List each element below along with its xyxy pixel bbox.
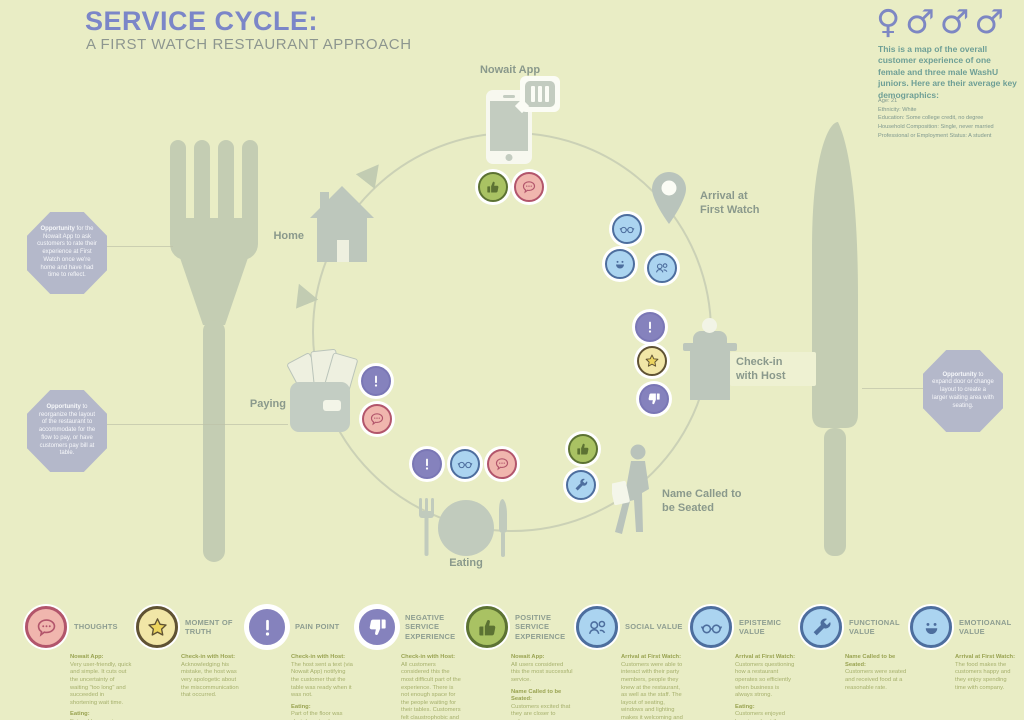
octagon-connector — [862, 388, 924, 389]
people-chat-icon — [576, 606, 618, 648]
smiley-badge-arrival — [605, 249, 635, 279]
pain-point-badge-paying — [361, 366, 391, 396]
station-label-paying: Paying — [249, 398, 286, 410]
legend-body: Name Called to be Seated:Customers were … — [845, 654, 907, 691]
legend-body: Arrival at First Watch:Customers were ab… — [621, 654, 683, 720]
legend-body: Check-in with Host:The host sent a text … — [291, 654, 353, 720]
thumbs-up-icon — [466, 606, 508, 648]
checkin-label-box — [730, 352, 816, 386]
mini-fork-icon — [419, 498, 434, 556]
pain-point-badge-eating — [412, 449, 442, 479]
legend-title: POSITIVE SERVICE EXPERIENCE — [515, 612, 566, 641]
thumbs-down-badge-checkin — [639, 384, 669, 414]
demographics-intro: This is a map of the overall customer ex… — [878, 44, 1017, 100]
smiley-icon — [910, 606, 952, 648]
thoughts-badge-nowait — [514, 172, 544, 202]
exclamation-icon — [246, 606, 288, 648]
thumbs-up-badge-nowait — [478, 172, 508, 202]
station-label-home: Home — [273, 230, 304, 242]
legend-pain-point: PAIN POINT Check-in with Host:The host s… — [246, 606, 354, 720]
legend-emotional-value: EMOTIOANAL VALUE Arrival at First Watch:… — [910, 606, 1018, 696]
location-pin-icon — [652, 172, 686, 224]
legend-thoughts: THOUGHTS Nowait App:Very user-friendly, … — [25, 606, 133, 720]
fork-silhouette-icon — [170, 140, 258, 562]
wrench-icon — [800, 606, 842, 648]
glasses-icon — [690, 606, 732, 648]
host-podium-icon — [683, 318, 737, 400]
legend-title: EMOTIOANAL VALUE — [959, 617, 1012, 636]
legend-positive-service: POSITIVE SERVICE EXPERIENCE Nowait App:A… — [466, 606, 574, 720]
social-badge-arrival — [647, 253, 677, 283]
legend-epistemic-value: EPISTEMIC VALUE Arrival at First Watch:C… — [690, 606, 798, 720]
plate-icon — [438, 500, 494, 556]
notification-bubble-icon — [520, 76, 560, 112]
thumbs-up-badge-name-called — [568, 434, 598, 464]
legend-body: Check-in with Host:All customers conside… — [401, 654, 461, 720]
wrench-badge-name-called — [566, 470, 596, 500]
page-subtitle: A FIRST WATCH RESTAURANT APPROACH — [86, 36, 412, 53]
station-label-arrival: Arrival at First Watch — [700, 190, 760, 216]
legend-body: Check-in with Host:Acknowledging his mis… — [181, 654, 239, 699]
thoughts-badge-eating — [487, 449, 517, 479]
star-icon — [136, 606, 178, 648]
gender-symbols-icon: ♀♂♂♂ — [876, 2, 1009, 41]
legend-title: PAIN POINT — [295, 622, 340, 632]
opportunity-octagon-nowait: Opportunity for the Nowait App to ask cu… — [27, 212, 107, 294]
pain-point-badge-checkin — [635, 312, 665, 342]
glasses-badge-eating — [450, 449, 480, 479]
walking-person-icon — [612, 444, 649, 534]
legend-title: FUNCTIONAL VALUE — [849, 617, 900, 636]
house-icon — [310, 186, 374, 262]
legend-functional-value: FUNCTIONAL VALUE Name Called to be Seate… — [800, 606, 908, 696]
station-label-eating: Eating — [449, 557, 483, 569]
legend-negative-service: NEGATIVE SERVICE EXPERIENCE Check-in wit… — [356, 606, 464, 720]
opportunity-octagon-paying: Opportunity to reorganize the layout of … — [27, 390, 107, 472]
knife-silhouette-icon — [812, 122, 858, 556]
page-title: SERVICE CYCLE: — [85, 6, 319, 36]
moment-of-truth-badge-checkin — [637, 346, 667, 376]
legend-body: Arrival at First Watch:The food makes th… — [955, 654, 1016, 691]
station-label-nowait-app: Nowait App — [479, 64, 541, 76]
octagon-connector — [103, 246, 173, 247]
thoughts-badge-paying — [362, 404, 392, 434]
legend-title: EPISTEMIC VALUE — [739, 617, 782, 636]
thumbs-down-icon — [356, 606, 398, 648]
legend-body: Nowait App:Very user-friendly, quick and… — [70, 654, 132, 720]
opportunity-octagon-waiting: Opportunity to expand door or change lay… — [923, 350, 1003, 432]
legend-title: NEGATIVE SERVICE EXPERIENCE — [405, 612, 456, 641]
wallet-icon — [290, 382, 350, 432]
legend-body: Nowait App:All users considered this the… — [511, 654, 573, 720]
legend-body: Arrival at First Watch:Customers questio… — [735, 654, 796, 720]
octagon-connector — [103, 424, 288, 425]
legend-title: SOCIAL VALUE — [625, 622, 683, 632]
legend-social-value: SOCIAL VALUE Arrival at First Watch:Cust… — [576, 606, 684, 720]
mini-knife-icon — [499, 499, 507, 557]
station-label-name-called: Name Called to be Seated — [662, 488, 742, 514]
station-label-checkin: Check-in with Host — [736, 356, 786, 382]
legend-title: MOMENT OF TRUTH — [185, 617, 233, 636]
thoughts-icon — [25, 606, 67, 648]
glasses-badge-arrival — [612, 214, 642, 244]
legend-moment-of-truth: MOMENT OF TRUTH Check-in with Host:Ackno… — [136, 606, 244, 704]
legend-title: THOUGHTS — [74, 622, 118, 632]
